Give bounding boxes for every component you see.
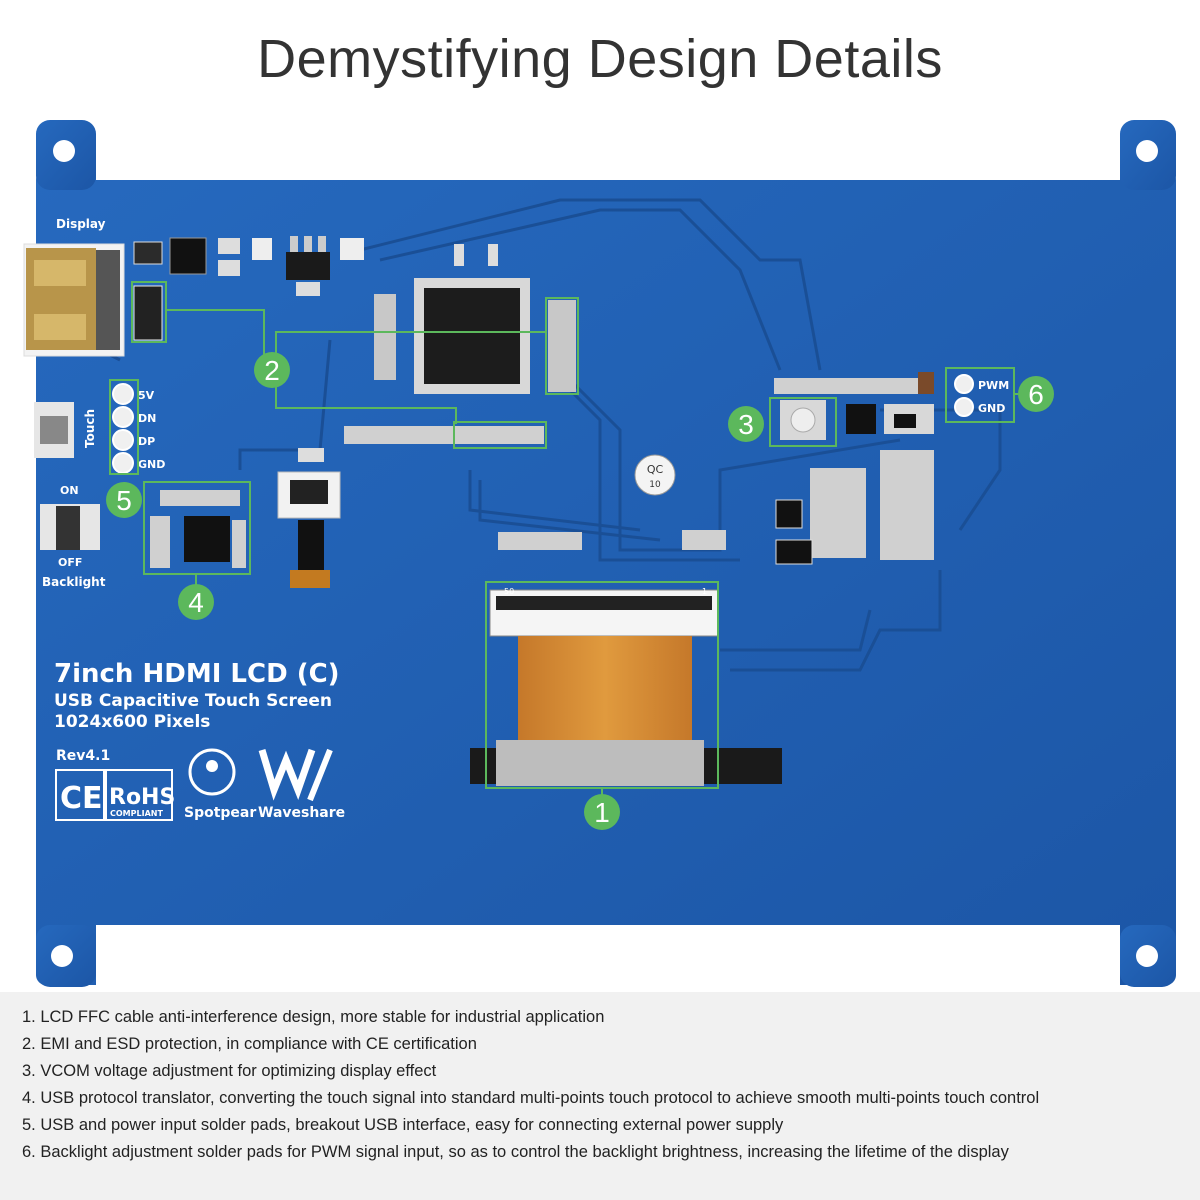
- product-subtitle-touch: USB Capacitive Touch Screen: [54, 691, 332, 711]
- mounting-holes: [51, 140, 1158, 967]
- feature-text-5: 5. USB and power input solder pads, brea…: [22, 1116, 784, 1134]
- feature-text-3: 3. VCOM voltage adjustment for optimizin…: [22, 1062, 437, 1080]
- lcd-board-illustration: Display QC 10: [0, 110, 1200, 1000]
- pcb-svg: Display QC 10: [23, 120, 1176, 987]
- backlight-label: Backlight: [42, 575, 106, 589]
- callout-4: 4: [178, 584, 214, 620]
- callout-1: 1: [584, 794, 620, 830]
- backlight-switch: [40, 504, 100, 550]
- feature-item-3: 3. VCOM voltage adjustment for optimizin…: [22, 1058, 1200, 1085]
- svg-text:5: 5: [116, 485, 132, 516]
- display-label: Display: [56, 217, 106, 231]
- callout-lines: [109, 281, 837, 798]
- product-subtitle-resolution: 1024x600 Pixels: [54, 712, 210, 732]
- switch-on-label: ON: [60, 484, 79, 497]
- ce-text: CE: [60, 781, 103, 816]
- page-title: Demystifying Design Details: [257, 29, 943, 89]
- spotpear-logo: [188, 748, 236, 796]
- feature-text-2: 2. EMI and ESD protection, in compliance…: [22, 1035, 477, 1053]
- pin-dp-label: DP: [138, 435, 155, 448]
- hdmi-connector: [23, 243, 125, 357]
- rohs-mark: RoHS COMPLIANT: [105, 769, 175, 821]
- pwm-label: PWM: [978, 379, 1009, 392]
- callout-2: 2: [254, 352, 290, 388]
- feature-item-5: 5. USB and power input solder pads, brea…: [22, 1112, 1200, 1139]
- feature-text-4: 4. USB protocol translator, converting t…: [22, 1089, 1040, 1107]
- micro-usb-port: [34, 402, 74, 458]
- rohs-compliant-text: COMPLIANT: [110, 809, 163, 818]
- feature-item-4: 4. USB protocol translator, converting t…: [22, 1085, 1200, 1112]
- gnd-label: GND: [978, 402, 1005, 415]
- feature-list: 1. LCD FFC cable anti-interference desig…: [0, 992, 1200, 1166]
- feature-item-1: 1. LCD FFC cable anti-interference desig…: [22, 1004, 1200, 1031]
- feature-text-6: 6. Backlight adjustment solder pads for …: [22, 1143, 1009, 1161]
- waveshare-label: Waveshare: [258, 805, 345, 821]
- ce-mark: CE: [55, 769, 105, 821]
- svg-text:3: 3: [738, 409, 754, 440]
- touch-label: Touch: [83, 409, 97, 448]
- touch-fpc-connector: [277, 448, 341, 588]
- product-name: 7inch HDMI LCD (C): [54, 659, 340, 689]
- feature-item-6: 6. Backlight adjustment solder pads for …: [22, 1139, 1200, 1166]
- qc-label: QC: [647, 463, 664, 476]
- pcb-traces: [98, 198, 1002, 672]
- ffc-pin-1: 1: [702, 587, 707, 596]
- passive-row: [344, 426, 726, 550]
- revision-label: Rev4.1: [56, 748, 110, 764]
- lcd-ffc-cable: [470, 589, 782, 786]
- qc-sticker: QC 10: [634, 454, 676, 496]
- callout-3: 3: [728, 406, 764, 442]
- svg-text:4: 4: [188, 587, 204, 618]
- svg-text:2: 2: [264, 355, 280, 386]
- svg-text:6: 6: [1028, 379, 1044, 410]
- main-controller-chip: [374, 244, 576, 394]
- feature-list-panel: 1. LCD FFC cable anti-interference desig…: [0, 992, 1200, 1200]
- svg-text:1: 1: [594, 797, 610, 828]
- waveshare-logo: [258, 748, 333, 802]
- callout-5: 5: [106, 482, 142, 518]
- usb-solder-pads: [112, 383, 134, 474]
- callout-6: 6: [1018, 376, 1054, 412]
- ffc-pin-50: 50: [504, 587, 514, 596]
- switch-off-label: OFF: [58, 556, 82, 569]
- pin-dn-label: DN: [138, 412, 156, 425]
- usb-translator-ic: [150, 490, 246, 568]
- pin-gnd-label: GND: [138, 458, 165, 471]
- rohs-text: RoHS: [109, 785, 175, 810]
- feature-text-1: 1. LCD FFC cable anti-interference desig…: [22, 1008, 605, 1026]
- feature-item-2: 2. EMI and ESD protection, in compliance…: [22, 1031, 1200, 1058]
- qc-number: 10: [649, 480, 661, 490]
- right-side-components: [774, 372, 934, 565]
- top-left-components: [133, 236, 364, 341]
- spotpear-label: Spotpear: [184, 805, 256, 821]
- pin-5v-label: 5V: [138, 389, 155, 402]
